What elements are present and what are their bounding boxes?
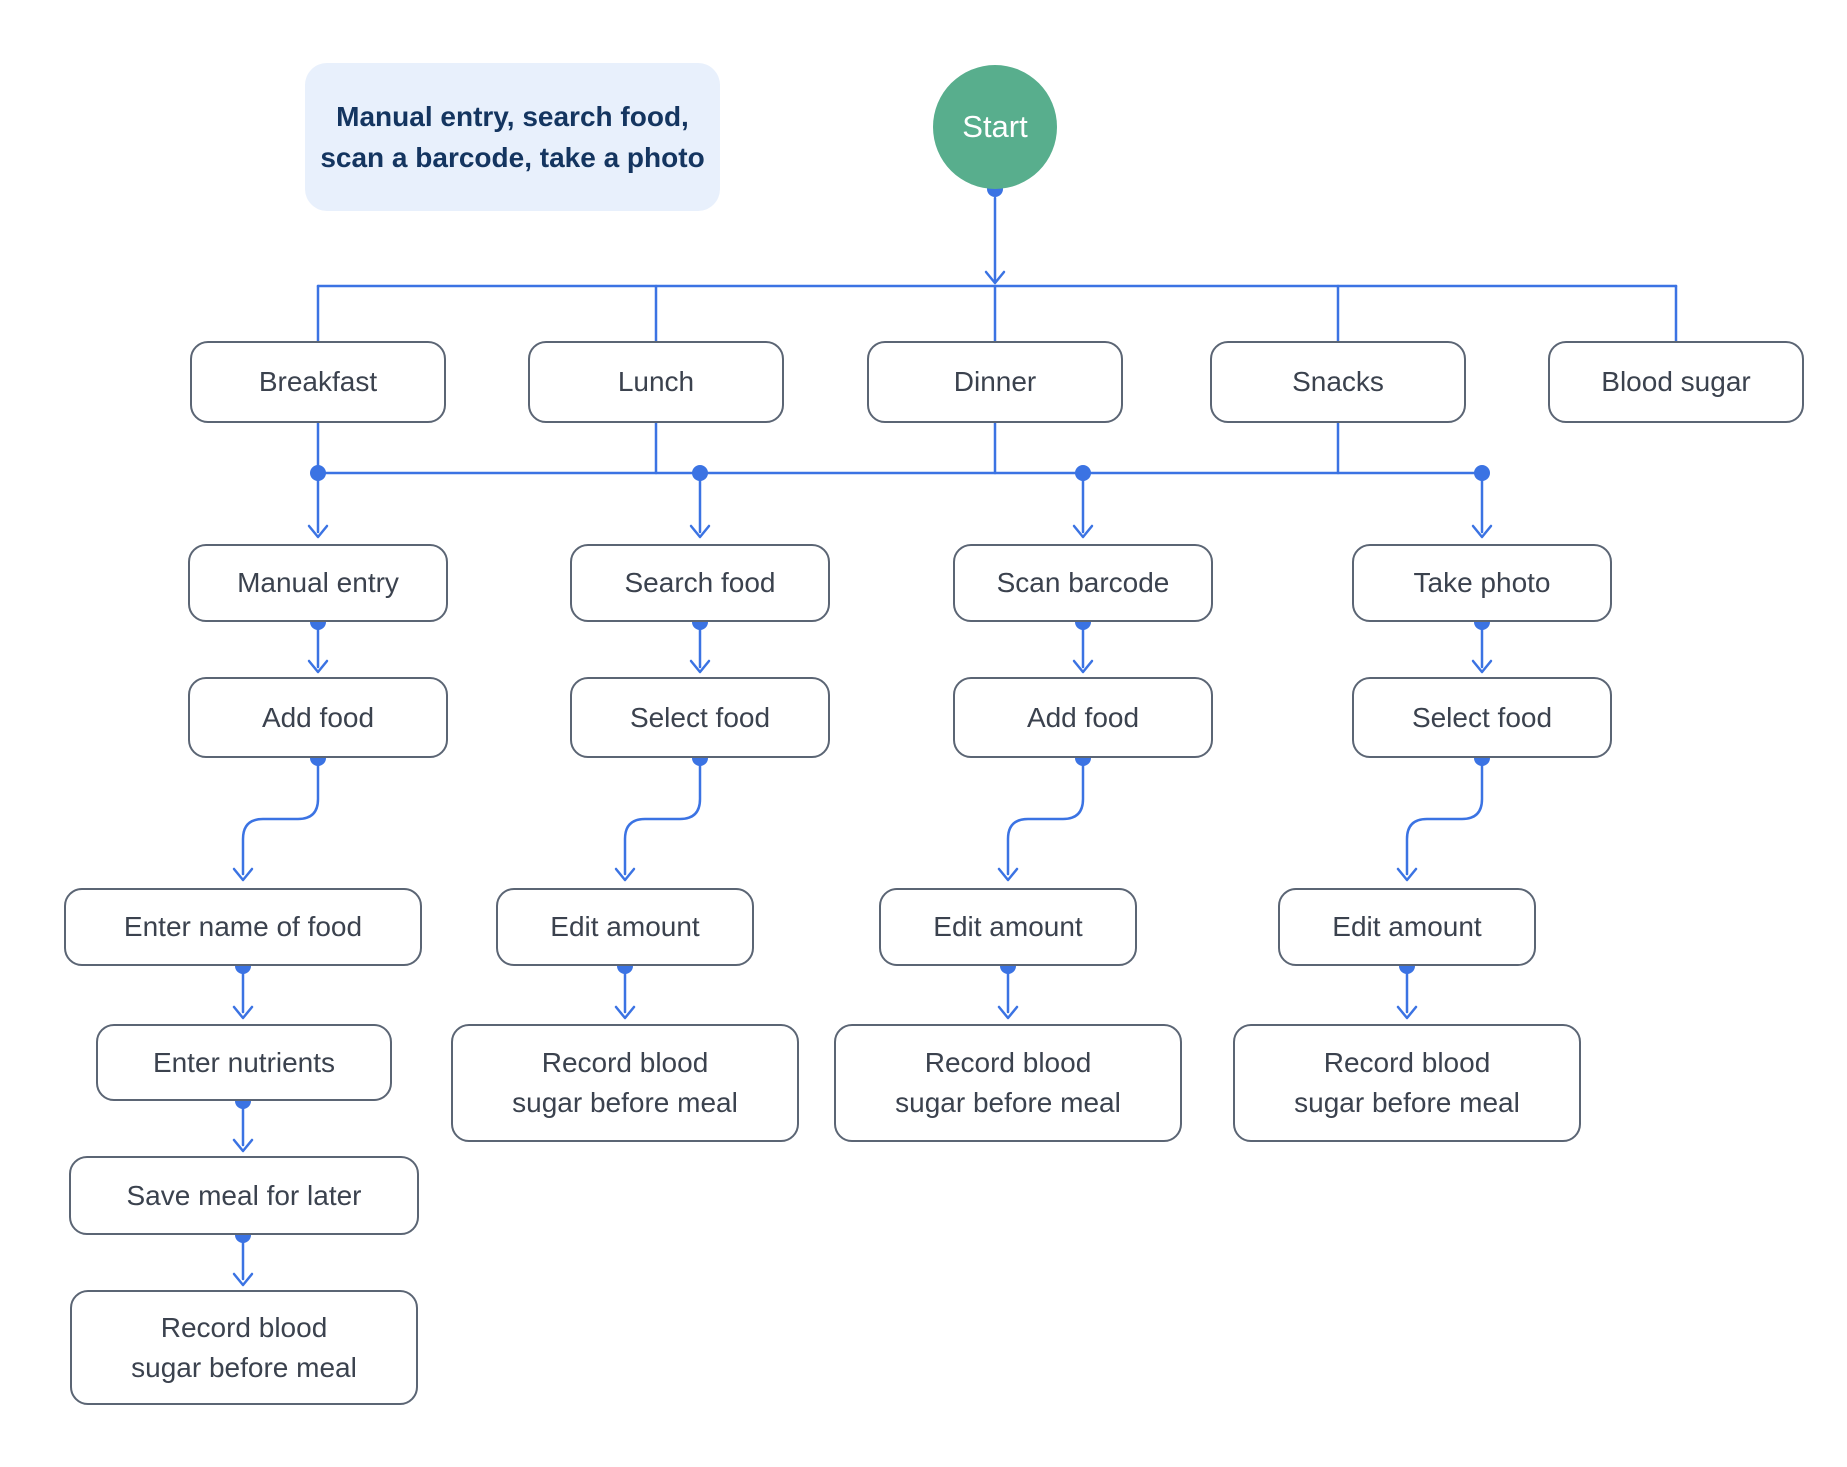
node-record-blood-sugar-search[interactable]: Record blood sugar before meal: [451, 1024, 799, 1142]
node-add-food-manual[interactable]: Add food: [188, 677, 448, 758]
node-label: Save meal for later: [126, 1179, 362, 1211]
node-blood-sugar[interactable]: Blood sugar: [1548, 341, 1804, 423]
node-label: Blood sugar: [1601, 366, 1751, 397]
node-label-line1: Record blood: [924, 1047, 1092, 1078]
node-enter-nutrients[interactable]: Enter nutrients: [96, 1024, 392, 1101]
node-edit-amount-barcode[interactable]: Edit amount: [879, 888, 1137, 966]
node-label: Add food: [261, 701, 375, 733]
node-enter-name-of-food[interactable]: Enter name of food: [64, 888, 422, 966]
node-label: Edit amount: [1332, 911, 1482, 942]
node-label: Search food: [624, 567, 776, 598]
node-label: Select food: [629, 701, 771, 733]
node-start-label: Start: [962, 109, 1028, 144]
node-label: Breakfast: [258, 366, 378, 397]
node-select-food-photo[interactable]: Select food: [1352, 677, 1612, 758]
node-label-line1: Record blood: [541, 1047, 709, 1078]
node-record-blood-sugar-barcode[interactable]: Record blood sugar before meal: [834, 1024, 1182, 1142]
node-label: Lunch: [617, 366, 695, 397]
node-label: Snacks: [1292, 366, 1384, 397]
node-label: Edit amount: [933, 911, 1083, 942]
node-dinner[interactable]: Dinner: [867, 341, 1123, 423]
node-label: Add food: [1026, 701, 1140, 733]
arrowheads: [232, 270, 1493, 1287]
node-label: Manual entry: [237, 567, 399, 598]
node-manual-entry[interactable]: Manual entry: [188, 544, 448, 622]
node-label: Dinner: [953, 366, 1037, 397]
node-edit-amount-search[interactable]: Edit amount: [496, 888, 754, 966]
node-search-food[interactable]: Search food: [570, 544, 830, 622]
node-record-blood-sugar-manual[interactable]: Record blood sugar before meal: [70, 1290, 418, 1405]
annotation-note[interactable]: Manual entry, search food, scan a barcod…: [305, 63, 720, 211]
node-label: Enter nutrients: [152, 1046, 336, 1078]
node-label-line2: sugar before meal: [895, 1087, 1121, 1118]
node-label: Select food: [1411, 701, 1553, 733]
node-snacks[interactable]: Snacks: [1210, 341, 1466, 423]
node-breakfast[interactable]: Breakfast: [190, 341, 446, 423]
node-select-food-search[interactable]: Select food: [570, 677, 830, 758]
node-take-photo[interactable]: Take photo: [1352, 544, 1612, 622]
node-label-line1: Record blood: [1323, 1047, 1491, 1078]
annotation-note-line2: scan a barcode, take a photo: [320, 142, 705, 173]
node-label-line2: sugar before meal: [512, 1087, 738, 1118]
node-lunch[interactable]: Lunch: [528, 341, 784, 423]
annotation-note-line1: Manual entry, search food,: [336, 101, 689, 132]
node-edit-amount-photo[interactable]: Edit amount: [1278, 888, 1536, 966]
node-label: Scan barcode: [996, 567, 1170, 598]
node-add-food-barcode[interactable]: Add food: [953, 677, 1213, 758]
node-label: Edit amount: [550, 911, 700, 942]
node-save-meal-for-later[interactable]: Save meal for later: [69, 1156, 419, 1235]
node-start[interactable]: Start: [933, 65, 1057, 189]
connector-lines: [241, 196, 1678, 1281]
node-label: Take photo: [1413, 567, 1551, 598]
node-record-blood-sugar-photo[interactable]: Record blood sugar before meal: [1233, 1024, 1581, 1142]
node-label-line2: sugar before meal: [1294, 1087, 1520, 1118]
node-label-line2: sugar before meal: [131, 1351, 357, 1383]
node-label-line1: Record blood: [160, 1311, 328, 1343]
node-scan-barcode[interactable]: Scan barcode: [953, 544, 1213, 622]
node-label: Enter name of food: [123, 911, 363, 942]
